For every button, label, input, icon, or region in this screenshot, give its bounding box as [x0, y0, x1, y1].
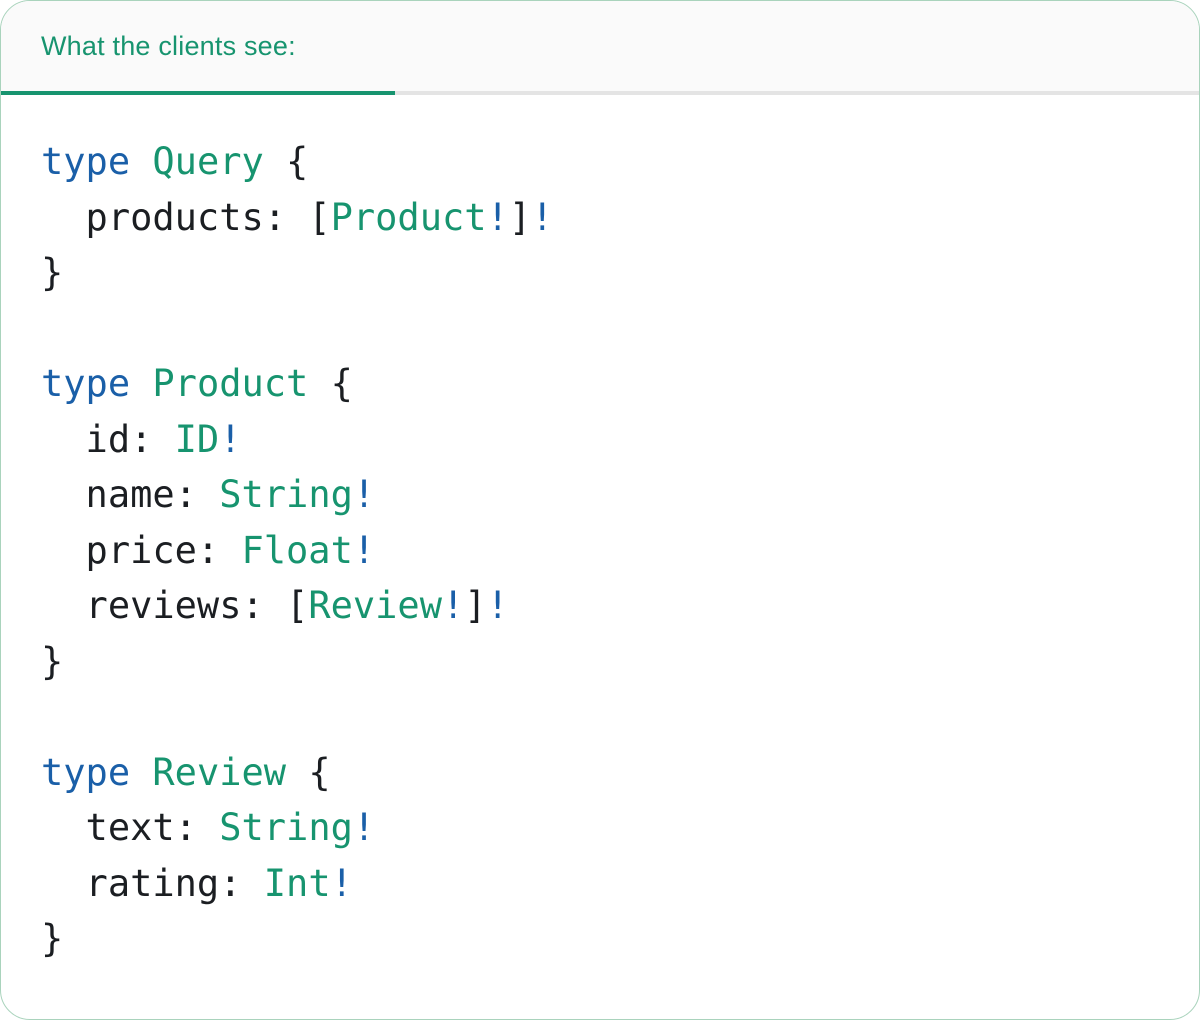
code-line: products: [Product!]! [41, 195, 554, 239]
code-line: } [41, 917, 64, 960]
code-block: type Query { products: [Product!]!} type… [1, 95, 1199, 987]
code-line: id: ID! [41, 417, 242, 461]
tab-bar: What the clients see: [1, 1, 1199, 95]
code-line: text: String! [41, 806, 376, 849]
code-line [41, 301, 1159, 357]
tab-label: What the clients see: [41, 30, 296, 61]
code-line: } [41, 639, 64, 683]
tab-what-clients-see[interactable]: What the clients see: [1, 1, 336, 91]
code-line: type Review { [41, 750, 331, 794]
code-line: reviews: [Review!]! [41, 584, 509, 627]
code-line [41, 689, 1159, 745]
code-line: } [41, 251, 64, 294]
code-line: price: Float! [41, 528, 376, 572]
code-line: rating: Int! [41, 861, 353, 905]
active-tab-indicator [1, 91, 395, 95]
code-line: name: String! [41, 473, 376, 516]
code-line: type Product { [41, 362, 353, 405]
code-line: type Query { [41, 140, 309, 183]
